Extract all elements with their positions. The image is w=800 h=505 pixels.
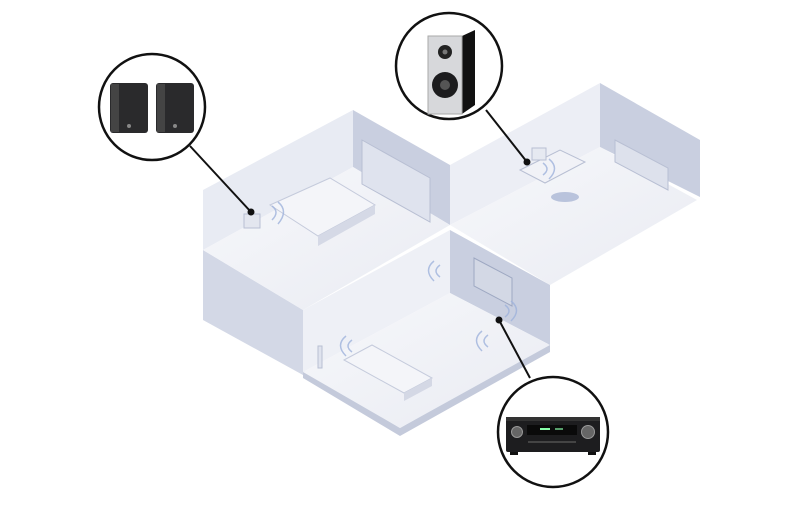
office-floor bbox=[450, 147, 697, 285]
floor-lamp bbox=[317, 345, 323, 369]
living-back-wall-left bbox=[303, 230, 450, 372]
dresser bbox=[614, 139, 669, 191]
bed-side bbox=[318, 205, 375, 246]
tv bbox=[473, 257, 513, 307]
office bbox=[450, 83, 700, 285]
callout-surround-speakers bbox=[97, 52, 207, 162]
callout-av-receiver bbox=[496, 375, 610, 489]
office-back-wall-left bbox=[450, 83, 600, 225]
monitor bbox=[531, 147, 547, 161]
surround-speakers-icon bbox=[110, 83, 194, 133]
living-room bbox=[303, 230, 550, 428]
chair-shadow bbox=[551, 192, 579, 202]
callout-bookshelf-speaker bbox=[394, 11, 504, 121]
sofa-side bbox=[404, 378, 432, 401]
house-side-face-front bbox=[303, 343, 550, 436]
house-side-face-left bbox=[203, 250, 303, 375]
office-back-wall-right bbox=[600, 83, 700, 197]
wardrobe bbox=[361, 139, 431, 223]
desk bbox=[518, 149, 587, 184]
sound-waves bbox=[271, 158, 556, 357]
bookshelf-speaker-icon bbox=[427, 30, 475, 115]
nightstand bbox=[243, 213, 261, 229]
av-receiver-icon bbox=[506, 417, 600, 455]
living-floor bbox=[303, 293, 550, 428]
callout-connectors bbox=[189, 109, 531, 379]
bedroom bbox=[203, 110, 450, 310]
bedroom-back-wall-left bbox=[203, 110, 353, 250]
